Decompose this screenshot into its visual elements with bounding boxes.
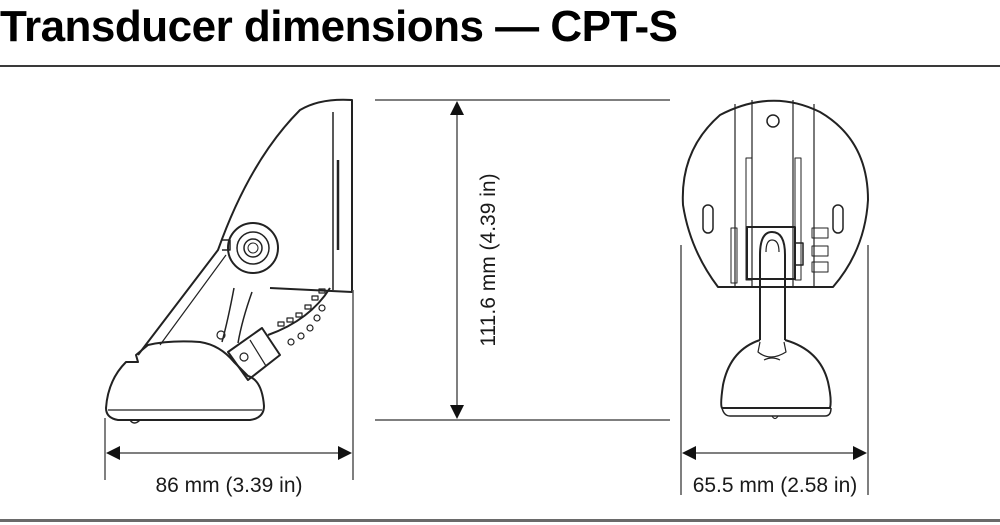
- front-width-dimension: [680, 245, 869, 495]
- bottom-divider: [0, 519, 1000, 522]
- side-view: [105, 98, 353, 424]
- page-title: Transducer dimensions — CPT-S: [0, 2, 678, 51]
- side-width-label: 86 mm (3.39 in): [155, 474, 302, 497]
- height-dimension: [375, 99, 670, 421]
- side-width-dimension: [104, 290, 354, 480]
- top-divider: [0, 65, 1000, 67]
- front-view: [681, 99, 869, 420]
- height-label: 111.6 mm (4.39 in): [477, 173, 500, 346]
- front-width-label: 65.5 mm (2.58 in): [693, 474, 858, 497]
